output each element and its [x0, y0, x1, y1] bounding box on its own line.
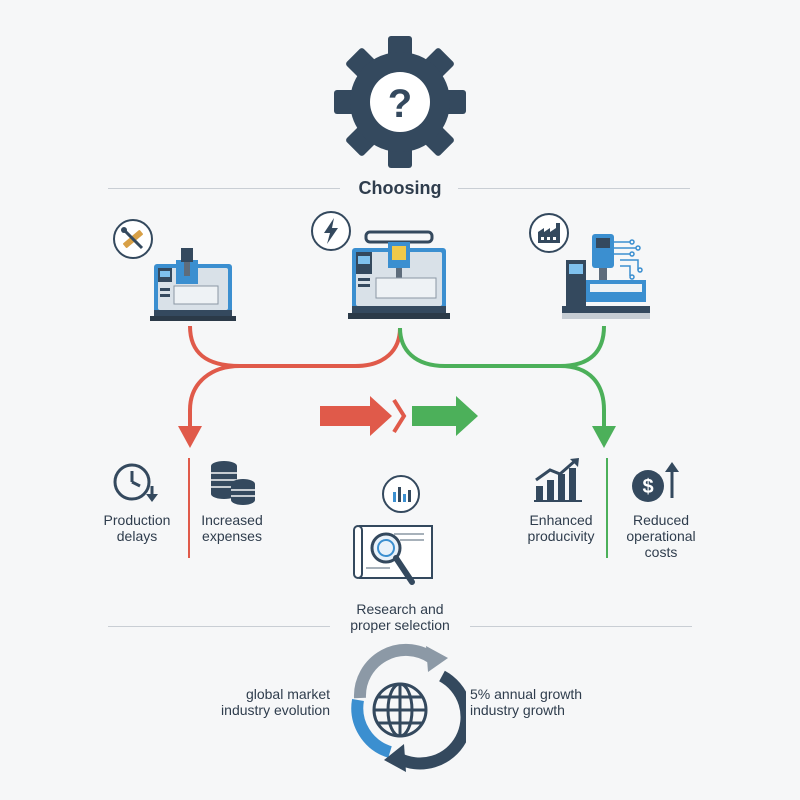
dollar-up-icon: $: [630, 460, 682, 506]
research-label: Research and proper selection: [350, 601, 450, 633]
cnc-machine-center: [348, 228, 450, 324]
reduced-costs-label: Reduced operational costs: [626, 512, 696, 560]
bottom-divider-right: [470, 626, 692, 627]
bar-chart-up-icon: [532, 456, 584, 504]
tools-icon: [112, 218, 154, 260]
title-divider-left: [108, 188, 340, 189]
lightning-icon: [310, 210, 352, 252]
selection-flow-connectors: [178, 325, 616, 448]
increased-expenses-label: Increased expenses: [201, 512, 263, 544]
factory-icon: [528, 212, 570, 254]
cnc-machine-right: [560, 230, 656, 326]
annual-growth-label: 5% annual growth industry growth: [470, 686, 583, 718]
title-divider-right: [458, 188, 690, 189]
positive-separator: [606, 458, 608, 558]
svg-text:?: ?: [388, 82, 412, 126]
globe-cycle-icon: [336, 640, 466, 780]
negative-separator: [188, 458, 190, 558]
cnc-machine-left: [150, 246, 236, 324]
bottom-divider-left: [108, 626, 330, 627]
production-delays-label: Production delays: [103, 512, 171, 544]
chart-badge-icon: [381, 474, 421, 514]
coins-icon: [206, 458, 258, 508]
clock-down-icon: [112, 460, 162, 504]
gear-question-icon: ?: [330, 35, 470, 170]
svg-text:$: $: [642, 476, 653, 498]
diagram-title: Choosing: [358, 178, 442, 198]
enhanced-productivity-label: Enhanced producivity: [527, 512, 595, 544]
blueprint-magnifier-icon: [350, 520, 440, 592]
global-market-label: global market industry evolution: [221, 686, 330, 718]
